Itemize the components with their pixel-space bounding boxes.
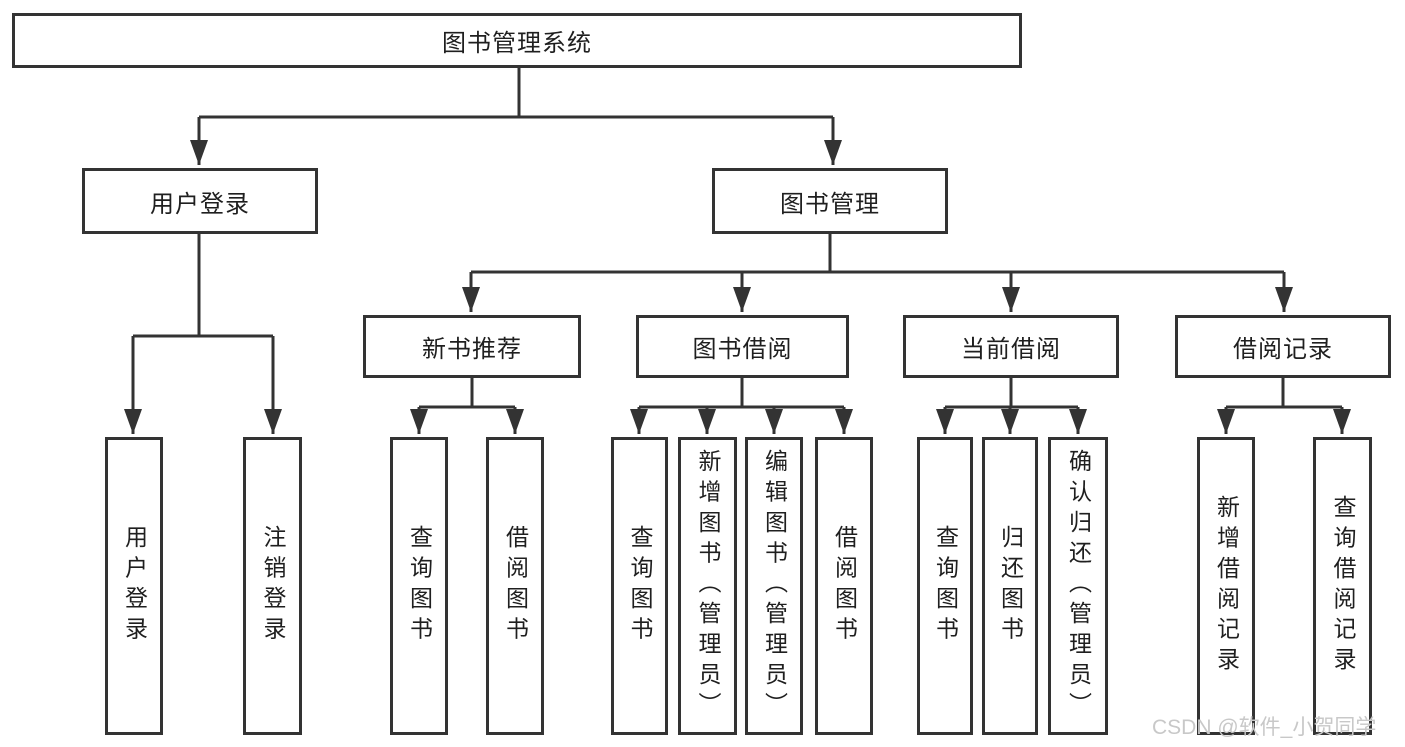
leaf-query-books-recommend: 查询图书 <box>390 437 448 735</box>
leaf-borrow-books: 借阅图书 <box>815 437 873 735</box>
node-borrow-records: 借阅记录 <box>1175 315 1391 378</box>
node-root-system: 图书管理系统 <box>12 13 1022 68</box>
leaf-label: 新增借阅记录 <box>1213 494 1240 678</box>
node-label: 用户登录 <box>150 190 250 218</box>
leaf-query-books-current: 查询图书 <box>917 437 973 735</box>
leaf-label: 借阅图书 <box>831 525 858 647</box>
leaf-label: 借阅图书 <box>502 525 529 647</box>
node-book-borrow: 图书借阅 <box>636 315 849 378</box>
leaf-query-books-borrow: 查询图书 <box>611 437 668 735</box>
leaf-label: 确认归还（管理员） <box>1065 449 1092 723</box>
leaf-logout: 注销登录 <box>243 437 302 735</box>
leaf-label: 用户登录 <box>121 525 148 647</box>
node-book-management: 图书管理 <box>712 168 948 234</box>
leaf-query-borrow-record: 查询借阅记录 <box>1313 437 1372 735</box>
leaf-label: 新增图书（管理员） <box>695 449 721 723</box>
leaf-user-login: 用户登录 <box>105 437 163 735</box>
node-root-label: 图书管理系统 <box>442 30 592 57</box>
node-new-book-recommend: 新书推荐 <box>363 315 581 378</box>
leaf-return-book: 归还图书 <box>982 437 1038 735</box>
leaf-label: 查询图书 <box>932 525 959 647</box>
leaf-borrow-books-recommend: 借阅图书 <box>486 437 544 735</box>
leaf-label: 查询图书 <box>406 525 433 647</box>
node-label: 借阅记录 <box>1233 336 1333 363</box>
leaf-confirm-return-admin: 确认归还（管理员） <box>1048 437 1108 735</box>
leaf-label: 归还图书 <box>997 525 1024 647</box>
node-label: 新书推荐 <box>422 336 522 363</box>
node-label: 图书管理 <box>780 190 880 218</box>
leaf-label: 注销登录 <box>260 525 286 647</box>
node-label: 当前借阅 <box>961 336 1061 363</box>
node-label: 图书借阅 <box>692 336 793 363</box>
leaf-label: 查询图书 <box>627 525 653 647</box>
leaf-add-borrow-record: 新增借阅记录 <box>1197 437 1255 735</box>
leaf-label: 查询借阅记录 <box>1330 494 1356 678</box>
node-user-login: 用户登录 <box>82 168 318 234</box>
leaf-label: 编辑图书（管理员） <box>761 449 788 723</box>
leaf-add-book-admin: 新增图书（管理员） <box>678 437 737 735</box>
csdn-watermark: CSDN @软件_小贺同学 <box>1152 716 1377 739</box>
leaf-edit-book-admin: 编辑图书（管理员） <box>745 437 803 735</box>
node-current-borrow: 当前借阅 <box>903 315 1119 378</box>
